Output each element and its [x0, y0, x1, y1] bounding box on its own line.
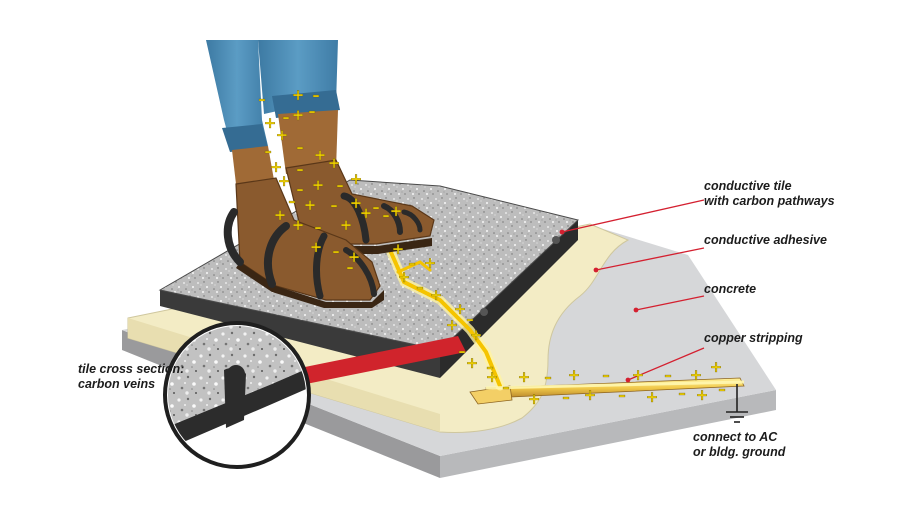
callout-lines	[559, 199, 705, 383]
label-conductive-adhesive: conductive adhesive	[704, 233, 827, 247]
negative-charge-symbol: –	[372, 198, 380, 216]
positive-charge-symbol: +	[454, 300, 467, 318]
positive-charge-symbol: +	[392, 240, 405, 258]
positive-charge-symbol: +	[304, 196, 317, 214]
callout-line-concrete	[635, 295, 705, 311]
positive-charge-symbol: +	[274, 206, 287, 224]
positive-charge-symbol: +	[292, 216, 305, 234]
negative-charge-symbol: –	[330, 196, 338, 214]
negative-charge-symbol: –	[264, 142, 272, 160]
ground-symbol-icon	[726, 384, 748, 423]
positive-charge-symbol: +	[486, 368, 499, 386]
negative-charge-symbol: –	[296, 160, 304, 178]
callout-labels: conductive tile with carbon pathways con…	[78, 179, 835, 459]
negative-charge-symbol: –	[562, 388, 570, 406]
positive-charge-symbol: +	[264, 114, 277, 132]
negative-charge-symbol: –	[408, 254, 416, 272]
negative-charge-symbol: –	[296, 180, 304, 198]
negative-charge-symbol: –	[308, 102, 316, 120]
negative-charge-symbol: –	[288, 192, 296, 210]
positive-charge-symbol: +	[696, 386, 709, 404]
callout-line-adhesive	[595, 247, 705, 271]
negative-charge-symbol: –	[602, 366, 610, 384]
positive-charge-symbol: +	[312, 176, 325, 194]
positive-charge-symbol: +	[270, 158, 283, 176]
front-sandal	[223, 177, 384, 308]
negative-charge-symbol: –	[618, 386, 626, 404]
cross-section-magnifier	[163, 321, 311, 469]
positive-charge-symbol: +	[470, 326, 483, 344]
socks	[232, 110, 338, 184]
positive-charge-symbol: +	[340, 216, 353, 234]
positive-charge-symbol: +	[584, 386, 597, 404]
negative-charge-symbol: –	[382, 206, 390, 224]
positive-charge-symbol: +	[398, 268, 411, 286]
positive-charge-symbol: +	[278, 172, 291, 190]
label-copper-stripping: copper stripping	[704, 331, 803, 345]
label-concrete: concrete	[704, 282, 756, 296]
positive-charge-symbol: +	[328, 154, 341, 172]
static-charges: –+–++––+–+–+–++–+–+–+–+–+++–++–+–+–+–++–…	[258, 86, 726, 408]
positive-charge-symbol: +	[646, 388, 659, 406]
negative-charge-symbol: –	[664, 366, 672, 384]
carbon-vein	[224, 367, 246, 428]
positive-charge-symbol: +	[310, 238, 323, 256]
positive-charge-symbol: +	[314, 146, 327, 164]
carbon-vein-notch	[480, 308, 488, 316]
positive-charge-symbol: +	[350, 170, 363, 188]
label-ground: connect to AC or bldg. ground	[693, 430, 786, 459]
callout-line-copper	[627, 347, 705, 381]
negative-charge-symbol: –	[544, 368, 552, 386]
negative-charge-symbol: –	[502, 378, 510, 396]
label-tile-cross-section: tile cross section: carbon veins	[78, 362, 188, 391]
positive-charge-symbol: +	[568, 366, 581, 384]
callout-line-tile	[561, 199, 705, 233]
positive-charge-symbol: +	[690, 366, 703, 384]
positive-charge-symbol: +	[424, 254, 437, 272]
positive-charge-symbol: +	[710, 358, 723, 376]
positive-charge-symbol: +	[350, 194, 363, 212]
label-conductive-tile: conductive tile with carbon pathways	[704, 179, 835, 208]
negative-charge-symbol: –	[718, 380, 726, 398]
positive-charge-symbol: +	[518, 368, 531, 386]
negative-charge-symbol: –	[312, 86, 320, 104]
jeans	[206, 40, 340, 152]
positive-charge-symbol: +	[430, 286, 443, 304]
charge-pathway	[385, 245, 745, 391]
positive-charge-symbol: +	[276, 126, 289, 144]
positive-charge-symbol: +	[528, 390, 541, 408]
tile-cross-section-base	[168, 356, 306, 452]
positive-charge-symbol: +	[466, 354, 479, 372]
negative-charge-symbol: –	[332, 242, 340, 260]
positive-charge-symbol: +	[632, 366, 645, 384]
negative-charge-symbol: –	[466, 310, 474, 328]
positive-charge-symbol: +	[292, 86, 305, 104]
positive-charge-symbol: +	[292, 106, 305, 124]
slab-right-face	[440, 390, 776, 478]
negative-charge-symbol: –	[258, 90, 266, 108]
positive-charge-symbol: +	[360, 204, 373, 222]
negative-charge-symbol: –	[296, 138, 304, 156]
negative-charge-symbol: –	[416, 278, 424, 296]
negative-charge-symbol: –	[678, 384, 686, 402]
negative-charge-symbol: –	[486, 358, 494, 376]
negative-charge-symbol: –	[314, 218, 322, 236]
negative-charge-symbol: –	[282, 108, 290, 126]
positive-charge-symbol: +	[348, 248, 361, 266]
positive-charge-symbol: +	[446, 316, 459, 334]
cross-section-pointer	[300, 336, 466, 384]
negative-charge-symbol: –	[458, 342, 466, 360]
carbon-vein-notch	[552, 236, 560, 244]
negative-charge-symbol: –	[346, 258, 354, 276]
positive-charge-symbol: +	[390, 202, 403, 220]
negative-charge-symbol: –	[336, 176, 344, 194]
